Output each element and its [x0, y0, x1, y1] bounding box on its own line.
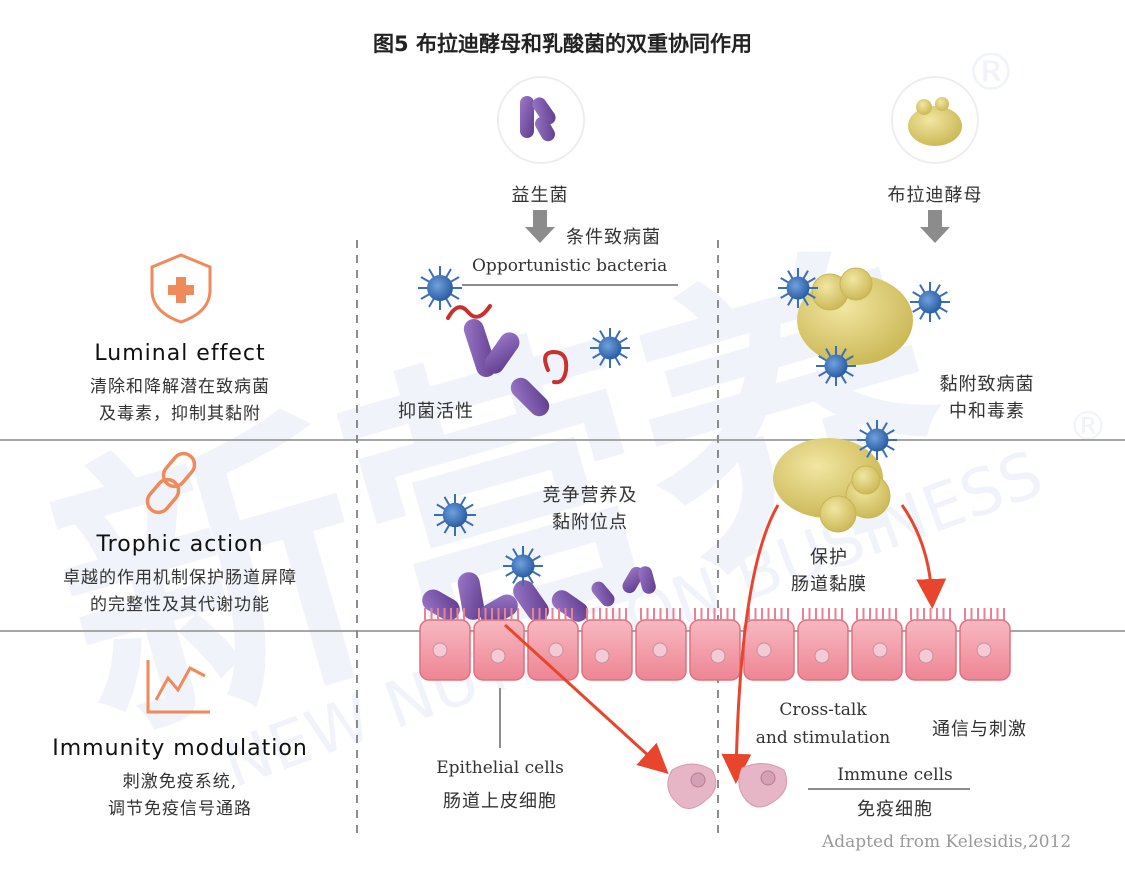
row-heading-luminal: Luminal effect — [94, 341, 266, 366]
probiotic-arrow — [525, 210, 555, 243]
yeast-label: 布拉迪酵母 — [887, 185, 983, 206]
crosstalk-arrow-left — [721, 504, 780, 784]
epithelial-cell — [689, 608, 741, 681]
yeast-trophic-group — [773, 438, 891, 533]
crosstalk-en-2: and stimulation — [755, 728, 891, 748]
pathogen-bacterium — [910, 282, 950, 322]
pathogen-bacterium — [434, 494, 476, 536]
row-desc-luminal-1: 清除和降解潜在致病菌 — [90, 377, 270, 397]
pathogen-bacterium — [857, 420, 897, 460]
antibacterial-label: 抑菌活性 — [398, 401, 474, 422]
probiotic-luminal-group — [446, 304, 569, 417]
pathogen-bacteria — [418, 266, 950, 586]
watermark-mark-right: ® — [1068, 404, 1108, 450]
epithelial-cell — [473, 608, 525, 681]
crosstalk-cn: 通信与刺激 — [932, 719, 1027, 740]
epithelial-cell — [959, 608, 1011, 681]
epithelial-cell — [905, 608, 957, 681]
epithelial-layer — [419, 608, 1011, 681]
opportunistic-cn: 条件致病菌 — [566, 227, 661, 248]
watermark-mark-top: ® — [965, 43, 1017, 103]
opportunistic-en: Opportunistic bacteria — [472, 256, 668, 276]
compete-label-2: 黏附位点 — [552, 512, 628, 533]
row-desc-immunity-2: 调节免疫信号通路 — [108, 799, 252, 819]
row-heading-trophic: Trophic action — [96, 532, 264, 557]
row-desc-luminal-2: 及毒素，抑制其黏附 — [99, 404, 261, 424]
yeast-arrow — [920, 210, 950, 243]
epithelial-cell — [581, 608, 633, 681]
crosstalk-en-1: Cross-talk — [779, 700, 867, 720]
protect-label-1: 保护 — [810, 547, 848, 568]
row-desc-trophic-2: 的完整性及其代谢功能 — [90, 595, 270, 615]
line-chart-icon — [146, 660, 210, 714]
yeast-luminal-group — [797, 267, 913, 365]
pathogen-bacterium — [418, 266, 462, 310]
immune-cell-1 — [667, 763, 717, 809]
adhesion-label-2: 中和毒素 — [949, 401, 1025, 422]
epithelial-cell — [743, 608, 795, 681]
epithelial-cell — [851, 608, 903, 681]
row-heading-immunity: Immunity modulation — [52, 736, 308, 761]
compete-label-1: 竞争营养及 — [542, 485, 638, 506]
shield-plus-icon — [150, 253, 212, 324]
epithelial-en: Epithelial cells — [436, 758, 564, 778]
epithelial-cell — [635, 608, 687, 681]
figure-title: 图5 布拉迪酵母和乳酸菌的双重协同作用 — [373, 32, 752, 56]
row-desc-immunity-1: 刺激免疫系统, — [122, 772, 238, 792]
protect-label-2: 肠道黏膜 — [791, 574, 867, 595]
stimulation-arrow — [503, 623, 669, 775]
chain-link-icon — [145, 451, 197, 515]
immune-cell-2 — [738, 763, 788, 808]
immune-cn: 免疫细胞 — [857, 799, 933, 820]
epithelial-cell — [527, 608, 579, 681]
epithelial-cell — [419, 608, 471, 681]
epithelial-cn: 肠道上皮细胞 — [443, 791, 557, 812]
probiotic-icon — [520, 96, 556, 142]
pathogen-bacterium — [503, 546, 543, 586]
immune-en: Immune cells — [837, 765, 953, 785]
epithelial-cell — [797, 608, 849, 681]
yeast-icon — [908, 97, 962, 146]
pathogen-bacterium — [778, 268, 818, 308]
row-desc-trophic-1: 卓越的作用机制保护肠道屏障 — [63, 568, 297, 588]
probiotic-label: 益生菌 — [511, 185, 569, 206]
source-credit: Adapted from Kelesidis,2012 — [822, 832, 1072, 852]
protect-arrow-right — [900, 504, 947, 609]
adhesion-label-1: 黏附致病菌 — [939, 374, 1035, 395]
pathogen-bacterium — [816, 346, 856, 386]
pathogen-bacterium — [590, 328, 630, 368]
